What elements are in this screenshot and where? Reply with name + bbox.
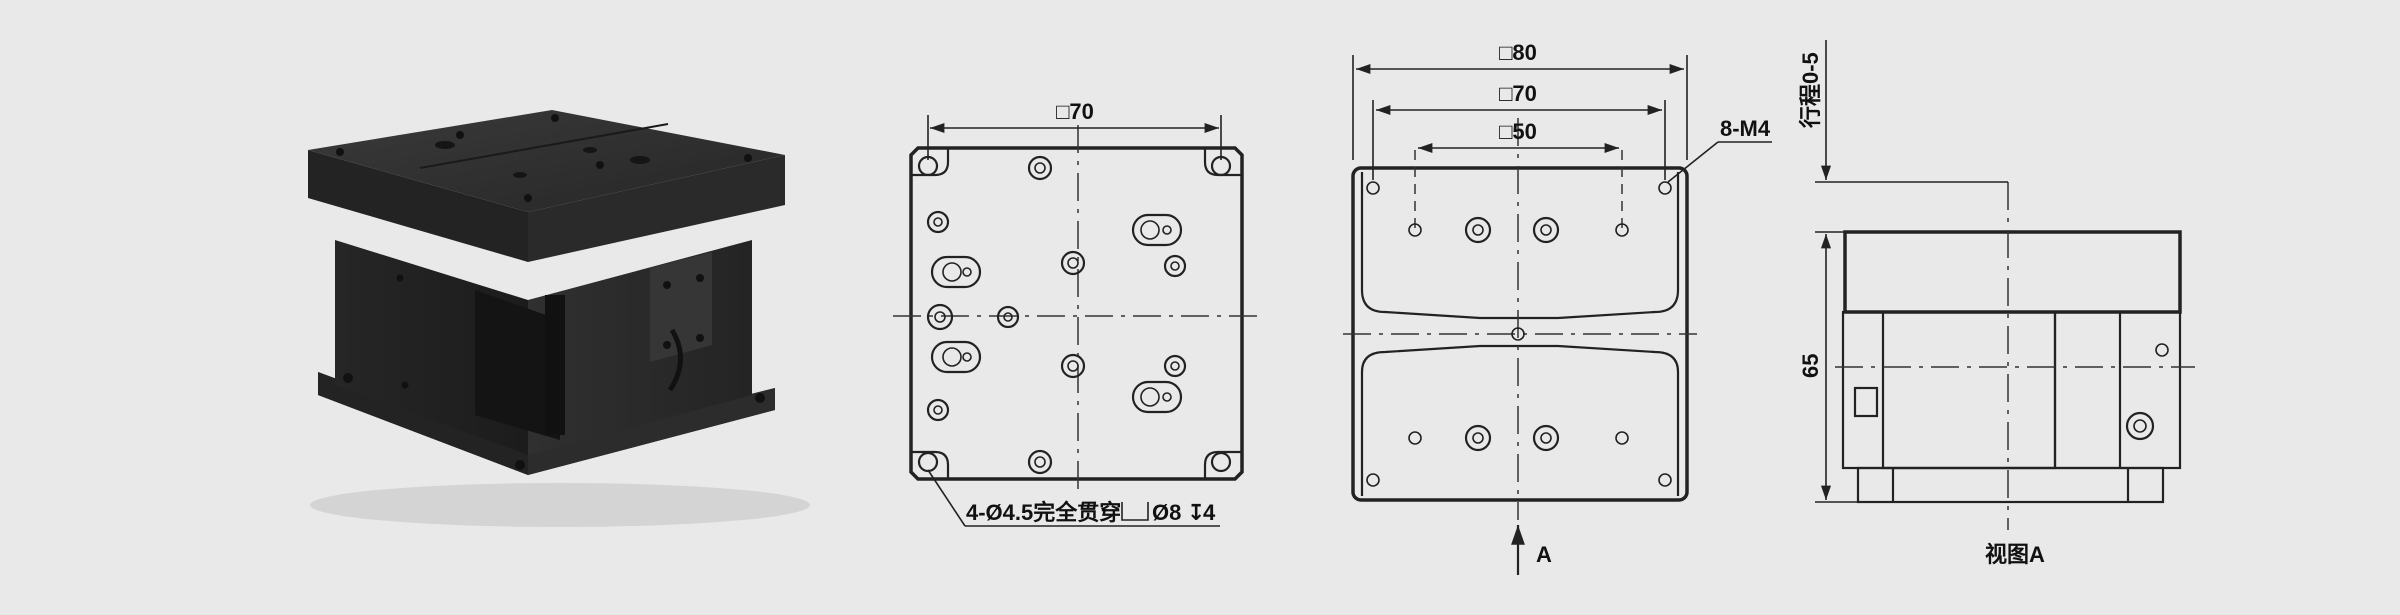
stroke-label: 行程0-5 — [1798, 52, 1823, 129]
view-arrow-label: A — [1536, 542, 1552, 567]
thread-callout: 8-M4 — [1720, 116, 1771, 141]
top-view: □70 4-Ø4.5完全贯穿 Ø8 ↧ 4 — [893, 99, 1258, 527]
side-view: 行程0-5 65 视图A — [1798, 40, 2195, 567]
view-label: 视图A — [1985, 542, 2045, 567]
mount-hole-icon — [1464, 216, 1560, 452]
side-knob — [1853, 386, 1879, 418]
counterbore-icon — [1121, 502, 1149, 521]
front-dim-inner: □50 — [1499, 119, 1537, 144]
slot-icon — [930, 213, 1183, 414]
top-plate-surface — [308, 110, 785, 212]
front-view: □80 □70 □50 8-M4 A — [1343, 40, 1772, 575]
top-dim-square: □70 — [1056, 99, 1094, 124]
side-hole-icon — [2125, 343, 2169, 441]
mount-hole-icon — [926, 155, 1187, 475]
product-photo — [308, 110, 810, 527]
photo-shadow — [310, 483, 810, 527]
height-label: 65 — [1798, 354, 1823, 378]
top-depth: 4 — [1203, 500, 1216, 525]
front-dim-outer: □80 — [1499, 40, 1537, 65]
thread-hole-icon — [1366, 181, 1672, 487]
side-top-plate — [1843, 230, 2182, 314]
depth-symbol-icon: ↧ — [1187, 500, 1205, 525]
top-view-outline — [909, 146, 1244, 481]
top-hole-callout: 4-Ø4.5完全贯穿 — [966, 500, 1121, 525]
front-dim-mid: □70 — [1499, 81, 1537, 106]
top-counterbore: Ø8 — [1152, 500, 1181, 525]
top-plate-left-edge — [308, 150, 528, 262]
corner-hole-icon — [917, 155, 1232, 473]
top-plate-right-edge — [528, 155, 785, 262]
